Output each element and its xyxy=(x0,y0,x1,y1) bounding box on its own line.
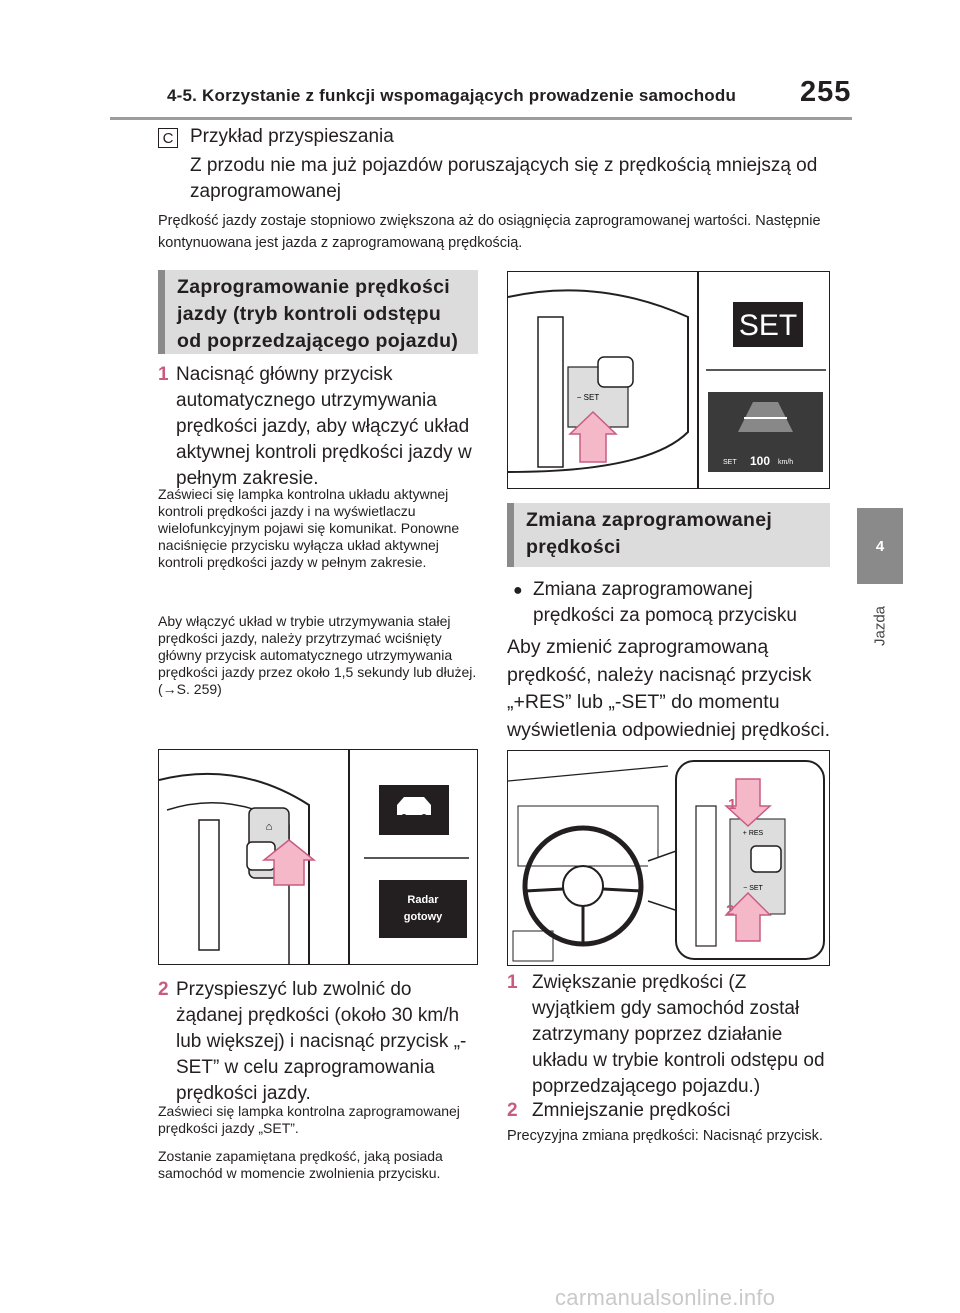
step-text: Nacisnąć główny przycisk automatycznego … xyxy=(176,364,472,489)
note-constant-speed: Aby włączyć układ w trybie utrzymywania … xyxy=(158,613,477,697)
note-remembered-speed: Zostanie zapamiętana prędkość, jaką posi… xyxy=(158,1148,443,1181)
step-number: 2 xyxy=(507,1100,518,1121)
chapter-tab[interactable]: 4 xyxy=(857,508,903,584)
speed-value: 100 xyxy=(750,454,770,468)
step-number: 1 xyxy=(158,364,169,385)
press-up-arrow-icon xyxy=(724,891,772,942)
press-arrow-icon xyxy=(261,839,317,886)
step-text: Przyspieszyć lub zwolnić do żądanej pręd… xyxy=(176,979,467,1104)
header-title: 4-5. Korzystanie z funkcji wspomagającyc… xyxy=(167,86,737,105)
press-down-arrow-icon xyxy=(724,778,772,828)
bullet-title: Zmiana zaprogramowanej prędkości za pomo… xyxy=(533,579,797,626)
change-paragraph: Aby zmienić zaprogramowaną prędkość, nal… xyxy=(507,636,831,741)
dashboard-illustration: + RES − SET 1 2 xyxy=(508,760,825,962)
note-indicator: Zaświeci się lampka kontrolna układu akt… xyxy=(158,486,460,570)
note-precise-change: Precyzyjna zmiana prędkości: Nacisnąć pr… xyxy=(507,1128,823,1144)
page-number: 255 xyxy=(800,76,852,108)
figure-res-set: + RES − SET 1 2 xyxy=(507,750,830,966)
step-text: Zmniejszanie prędkości xyxy=(532,1100,731,1121)
set-button-label: − SET xyxy=(577,393,600,402)
figure-set-button: − SET SET SET 100 km/h xyxy=(507,271,830,489)
chapter-label: Jazda xyxy=(857,596,903,656)
example-title: Przykład przyspieszania xyxy=(190,126,394,147)
figure-main-switch: ⌂ Radar gotowy xyxy=(158,749,478,965)
header-divider xyxy=(110,117,852,120)
set-indicator-text: SET xyxy=(739,309,797,342)
note-set-indicator: Zaświeci się lampka kontrolna zaprogramo… xyxy=(158,1103,460,1136)
speed-unit: km/h xyxy=(778,459,793,466)
cruise-icon: ⌂ xyxy=(266,821,273,833)
example-note: Prędkość jazdy zostaje stopniowo zwiększ… xyxy=(158,213,821,251)
speed-prefix: SET xyxy=(723,459,737,466)
press-arrow-icon xyxy=(568,410,618,463)
set-switch-illustration: − SET SET SET 100 km/h xyxy=(508,272,826,488)
res-button-label: + RES xyxy=(743,830,764,837)
set-indicator xyxy=(733,302,803,347)
bullet-icon: ● xyxy=(513,582,523,599)
section-header-programming: Zaprogramowanie prędkości jazdy (tryb ko… xyxy=(158,270,478,354)
set-button-label: − SET xyxy=(743,885,763,892)
callout-2: 2 xyxy=(726,902,734,919)
chapter-label-text: Jazda xyxy=(871,605,889,647)
step-number: 1 xyxy=(507,972,518,993)
watermark: carmanualsonline.info xyxy=(555,1285,776,1310)
callout-1: 1 xyxy=(728,796,736,813)
radar-display xyxy=(379,880,467,938)
example-body: Z przodu nie ma już pojazdów poruszający… xyxy=(190,155,818,202)
step-number: 2 xyxy=(158,979,169,1000)
example-marker: C xyxy=(158,128,178,148)
steering-switch-illustration: ⌂ Radar gotowy xyxy=(159,750,469,964)
radar-label-1: Radar xyxy=(407,894,439,906)
radar-label-2: gotowy xyxy=(404,911,443,923)
step-text: Zwiększanie prędkości (Z wyjątkiem gdy s… xyxy=(532,972,825,1097)
section-header-change: Zmiana zaprogramowanej prędkości xyxy=(507,503,830,567)
